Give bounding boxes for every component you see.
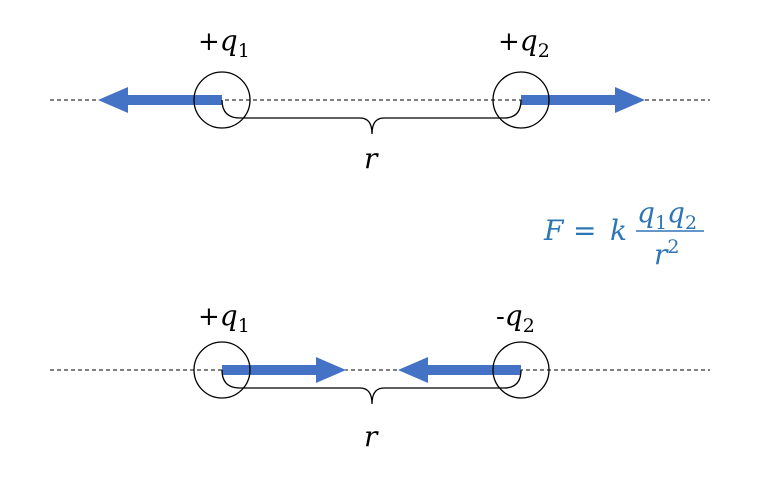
bottom-right-force-arrow (398, 357, 521, 383)
bottom-left-charge-subscript: 1 (238, 315, 250, 337)
bottom-left-charge-sign: + (198, 302, 220, 332)
formula-denominator-symbol: r (654, 238, 669, 271)
bottom-right-charge-label: -q2 (496, 299, 535, 337)
formula-equals: = (573, 214, 596, 247)
formula-denominator-exponent: 2 (667, 236, 679, 258)
bottom-distance-brace (221, 369, 522, 405)
formula-lhs: F (543, 214, 565, 247)
bottom-left-charge-circle (193, 341, 251, 399)
bottom-right-charge-subscript: 2 (523, 315, 535, 337)
formula-numerator-sub-1: 1 (655, 212, 667, 234)
top-right-charge-subscript: 2 (538, 40, 550, 62)
top-left-charge-subscript: 1 (238, 40, 250, 62)
top-left-charge-circle (193, 71, 251, 129)
bottom-distance-label: r (364, 420, 379, 453)
top-left-charge-sign: + (198, 27, 220, 57)
formula-numerator-sub-2: 2 (685, 212, 697, 234)
top-distance-label: r (364, 142, 379, 175)
top-right-charge-symbol: q (520, 24, 538, 57)
bottom-left-charge-symbol: q (220, 299, 238, 332)
top-right-force-arrow (521, 87, 645, 113)
top-left-charge-symbol: q (220, 24, 238, 57)
formula-numerator-symbol-1: q (637, 196, 655, 229)
formula-denominator: r2 (654, 236, 679, 271)
bottom-left-force-arrow (222, 357, 346, 383)
top-distance-brace (221, 99, 522, 135)
top-right-charge-label: +q2 (498, 24, 550, 62)
formula-constant: k (610, 214, 627, 247)
formula-numerator: q1q2 (637, 196, 697, 234)
top-right-charge-sign: + (498, 27, 520, 57)
bottom-right-charge-circle (492, 341, 550, 399)
top-left-charge-label: +q1 (198, 24, 250, 62)
bottom-right-charge-symbol: q (505, 299, 523, 332)
bottom-left-charge-label: +q1 (198, 299, 250, 337)
bottom-right-charge-sign: - (496, 302, 505, 332)
top-left-force-arrow (98, 87, 222, 113)
top-right-charge-circle (492, 71, 550, 129)
formula-numerator-symbol-2: q (667, 196, 685, 229)
coulomb-formula: F = k q1q2 r2 (543, 196, 704, 271)
